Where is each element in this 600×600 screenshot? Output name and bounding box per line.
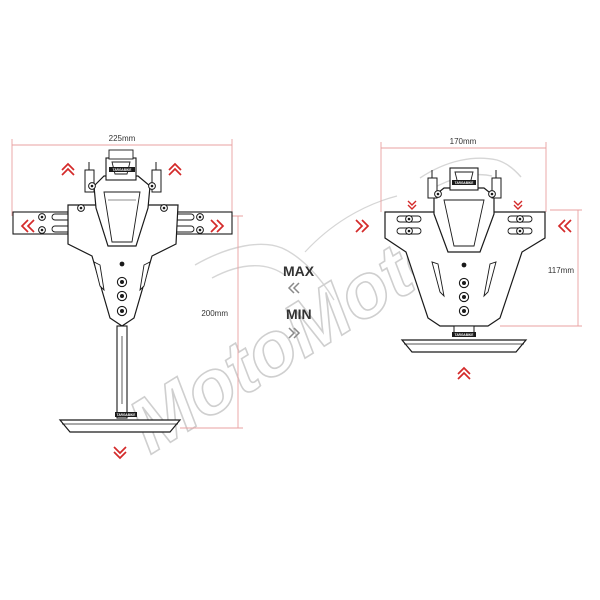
right-height-label: 117mm — [548, 266, 574, 275]
left-bar-brand: TARGABIKE — [117, 413, 136, 417]
left-brand-label: TARGABIKE — [113, 168, 132, 172]
left-view: 225mm 200mm — [11, 134, 243, 459]
double-chevron-right-icon — [288, 327, 301, 339]
right-brand-label: TARGABIKE — [455, 181, 474, 185]
right-bar-brand: TARGABIKE — [455, 333, 474, 337]
left-width-label: 225mm — [109, 134, 136, 143]
mode-indicator: MAX MIN — [283, 263, 315, 339]
right-height-dimension: 117mm — [500, 209, 582, 327]
right-main-plate — [384, 211, 546, 327]
double-chevron-left-icon — [287, 282, 300, 294]
right-light-bar — [400, 339, 528, 353]
left-height-label: 200mm — [201, 309, 228, 318]
right-view: 170mm 117mm TARGABIKE — [355, 137, 582, 380]
min-label: MIN — [286, 306, 312, 322]
right-width-label: 170mm — [450, 137, 477, 146]
left-light-bar — [58, 419, 182, 433]
right-width-dimension: 170mm — [380, 137, 547, 212]
left-width-dimension: 225mm — [11, 134, 233, 216]
max-label: MAX — [283, 263, 315, 279]
